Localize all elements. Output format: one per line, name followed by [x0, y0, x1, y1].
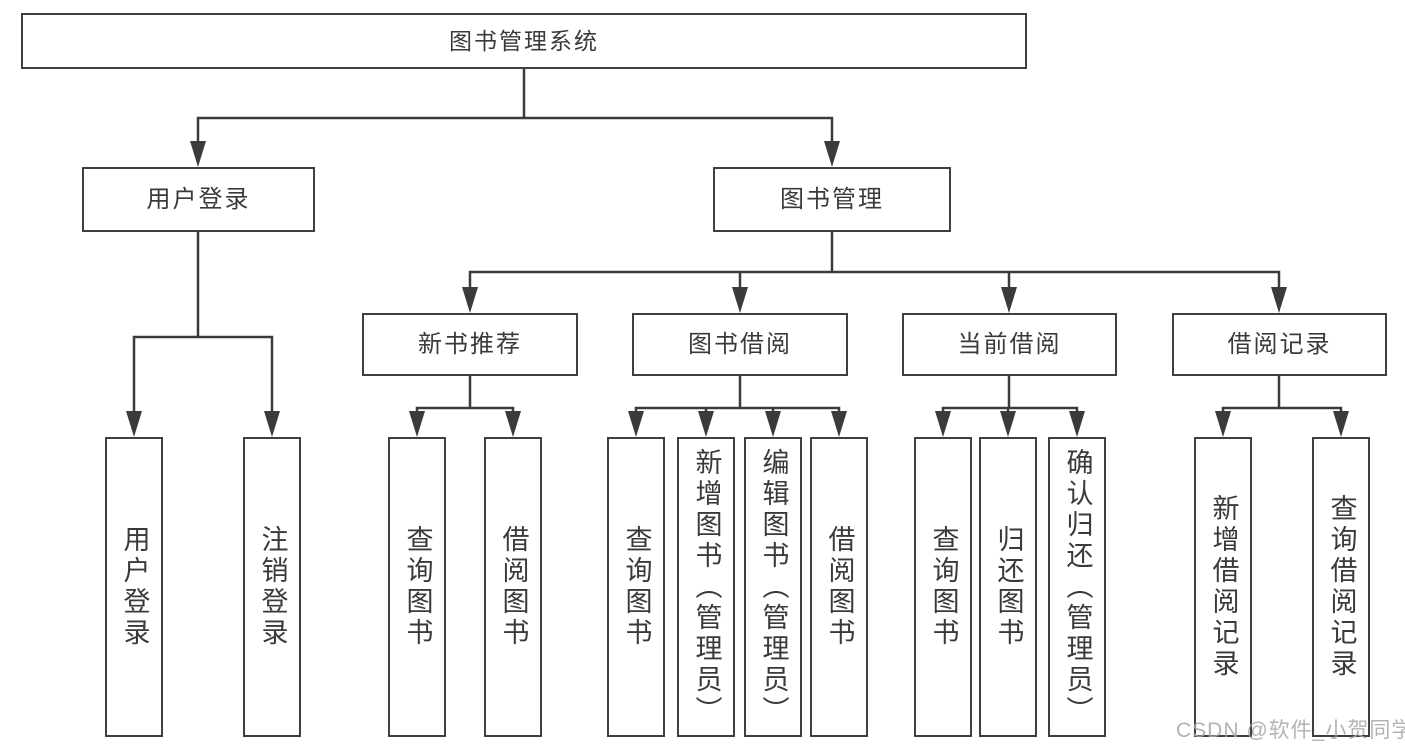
leaf-bookborrow-add-label: 新增图书（管理员） — [691, 447, 722, 727]
csdn-watermark: CSDN @软件_小贺同学 — [1176, 719, 1405, 742]
leaf-newbooks-borrow-label: 借阅图书 — [498, 525, 529, 649]
node-borrow-records-label: 借阅记录 — [1227, 330, 1332, 358]
leaf-user-login: 用户登录 — [105, 437, 163, 737]
leaf-bookborrow-borrow: 借阅图书 — [810, 437, 868, 737]
node-current-borrow-label: 当前借阅 — [957, 330, 1062, 358]
leaf-current-confirm-label: 确认归还（管理员） — [1062, 447, 1093, 727]
node-library-system: 图书管理系统 — [21, 13, 1027, 69]
node-book-management-label: 图书管理 — [780, 185, 884, 213]
leaf-user-login-label: 用户登录 — [119, 525, 150, 649]
leaf-bookborrow-edit: 编辑图书（管理员） — [744, 437, 802, 737]
leaf-records-add-label: 新增借阅记录 — [1208, 494, 1239, 680]
node-new-book-recommend-label: 新书推荐 — [418, 330, 522, 358]
leaf-newbooks-query-label: 查询图书 — [402, 525, 433, 649]
arrowheads — [126, 141, 1349, 437]
leaf-current-query-label: 查询图书 — [928, 525, 959, 649]
leaf-bookborrow-query-label: 查询图书 — [621, 525, 652, 649]
node-current-borrow: 当前借阅 — [902, 313, 1117, 376]
leaf-user-logout: 注销登录 — [243, 437, 301, 737]
leaf-user-logout-label: 注销登录 — [257, 525, 288, 649]
leaf-bookborrow-add: 新增图书（管理员） — [677, 437, 735, 737]
leaf-current-return-label: 归还图书 — [993, 525, 1024, 649]
node-user-login-branch-label: 用户登录 — [146, 185, 251, 213]
node-borrow-records: 借阅记录 — [1172, 313, 1387, 376]
node-user-login-branch: 用户登录 — [82, 167, 315, 232]
node-book-borrow-label: 图书借阅 — [688, 330, 792, 358]
node-book-borrow: 图书借阅 — [632, 313, 848, 376]
node-library-system-label: 图书管理系统 — [449, 27, 599, 54]
leaf-bookborrow-edit-label: 编辑图书（管理员） — [758, 447, 789, 727]
node-new-book-recommend: 新书推荐 — [362, 313, 578, 376]
node-book-management: 图书管理 — [713, 167, 951, 232]
leaf-bookborrow-borrow-label: 借阅图书 — [824, 525, 855, 649]
leaf-newbooks-borrow: 借阅图书 — [484, 437, 542, 737]
leaf-newbooks-query: 查询图书 — [388, 437, 446, 737]
leaf-records-add: 新增借阅记录 — [1194, 437, 1252, 737]
leaf-current-confirm: 确认归还（管理员） — [1048, 437, 1106, 737]
leaf-records-query: 查询借阅记录 — [1312, 437, 1370, 737]
leaf-current-query: 查询图书 — [914, 437, 972, 737]
leaf-records-query-label: 查询借阅记录 — [1326, 494, 1357, 680]
leaf-current-return: 归还图书 — [979, 437, 1037, 737]
leaf-bookborrow-query: 查询图书 — [607, 437, 665, 737]
